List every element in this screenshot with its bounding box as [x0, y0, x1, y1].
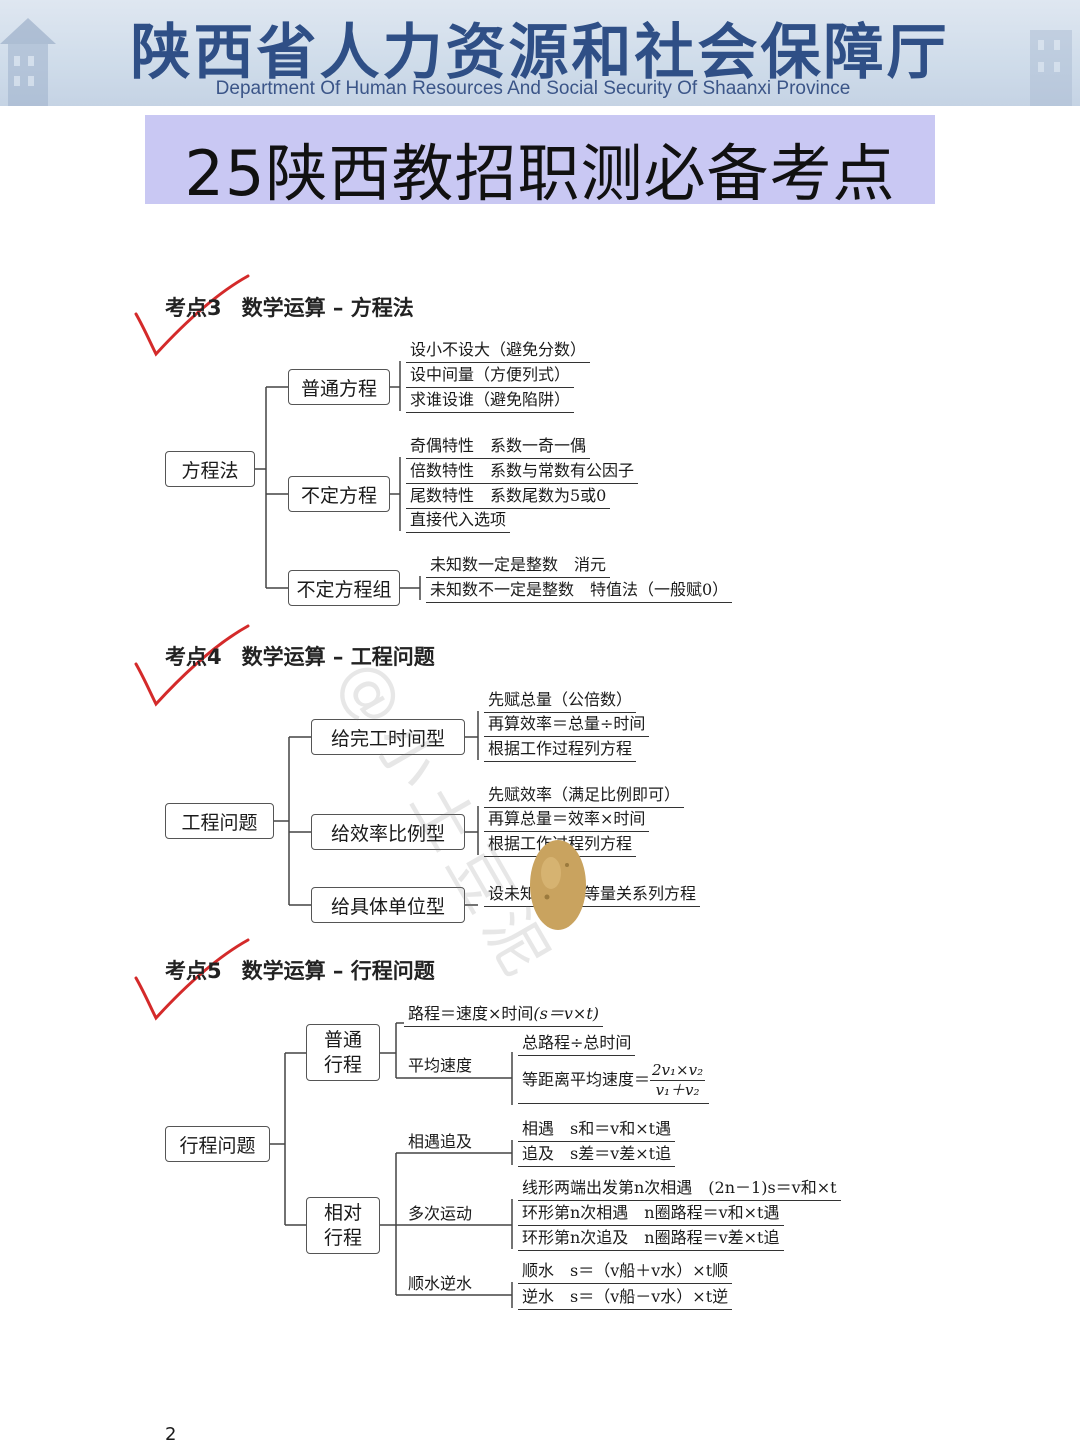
header-banner: 陕西省人力资源和社会保障厅 Department Of Human Resour…: [0, 0, 1080, 106]
org-name-en: Department Of Human Resources And Social…: [215, 78, 851, 99]
potato-avatar-icon: [530, 840, 586, 930]
mindmap-leaf: 倍数特性 系数与常数有公因子: [406, 460, 639, 484]
mindmap-sub-branch: 平均速度: [408, 1056, 473, 1075]
mindmap-branch: 给完工时间型: [311, 719, 465, 755]
mindmap-leaf: 环形第n次相遇 n圈路程＝v和×t遇: [518, 1202, 784, 1226]
mindmap-root: 工程问题: [165, 803, 274, 839]
page-title: 25陕西教招职测必备考点: [184, 137, 896, 210]
mindmap-leaf: 根据工作过程列方程: [484, 738, 637, 762]
mindmap-branch: 普通方程: [288, 369, 390, 405]
mindmap-leaf: 顺水 s＝（v船＋v水）×t顺: [518, 1260, 733, 1284]
mindmap-leaf: 等距离平均速度＝ 2v₁×v₂ v₁＋v₂: [518, 1058, 710, 1104]
mindmap-leaf: 再算总量＝效率×时间: [484, 808, 650, 832]
mindmap-sub-branch: 相遇追及: [408, 1132, 473, 1151]
mindmap-leaf: 再算效率＝总量÷时间: [484, 713, 650, 737]
mindmap-leaf: 环形第n次追及 n圈路程＝v差×t追: [518, 1227, 784, 1251]
branch-label-line: 普通: [323, 1028, 362, 1051]
mindmap-leaf: 求谁设谁（避免陷阱）: [406, 389, 575, 413]
mindmap-leaf: 逆水 s＝（v船－v水）×t逆: [518, 1286, 733, 1310]
mindmap-branch: 给效率比例型: [311, 814, 465, 850]
branch-label-line: 相对: [323, 1201, 362, 1224]
mindmap-leaf: 未知数一定是整数 消元: [426, 554, 611, 578]
building-illustration-right: [1030, 30, 1072, 106]
mindmap-leaf: 直接代入选项: [406, 509, 511, 533]
checkmark-icon: [134, 624, 250, 707]
mindmap-leaf: 奇偶特性 系数一奇一偶: [406, 435, 591, 459]
mindmap-leaf: 尾数特性 系数尾数为5或0: [406, 485, 611, 509]
mindmap-leaf: 先赋效率（满足比例即可）: [484, 784, 685, 808]
building-illustration-left: [0, 18, 56, 106]
mindmap-branch: 相对 行程: [306, 1197, 380, 1254]
fraction: 2v₁×v₂ v₁＋v₂: [650, 1060, 706, 1100]
page-number: 2: [165, 1424, 177, 1445]
mindmap-leaf: 追及 s差＝v差×t追: [518, 1143, 676, 1167]
page-title-box: 25陕西教招职测必备考点: [145, 115, 935, 210]
mindmap-leaf: 设中间量（方便列式）: [406, 364, 575, 388]
mindmap-leaf: 线形两端出发第n次相遇 (2n－1)s＝v和×t: [518, 1177, 841, 1201]
branch-label-line: 行程: [323, 1053, 362, 1076]
mindmap-branch: 不定方程: [288, 476, 390, 512]
mindmap-leaf: 相遇 s和＝v和×t遇: [518, 1118, 676, 1142]
mindmap-leaf: 设小不设大（避免分数）: [406, 339, 591, 363]
leaf-formula: (s＝v×t): [533, 1004, 599, 1023]
mindmap-leaf: 未知数不一定是整数 特值法（一般赋0）: [426, 579, 733, 603]
mindmap-root: 方程法: [165, 451, 255, 487]
mindmap-leaf: 路程＝速度×时间(s＝v×t): [404, 1003, 603, 1027]
fraction-numerator: 2v₁×v₂: [650, 1060, 706, 1081]
leaf-text: 路程＝速度×时间: [408, 1004, 534, 1023]
branch-label-line: 行程: [323, 1226, 362, 1249]
mindmap-sub-branch: 顺水逆水: [408, 1274, 473, 1293]
leaf-text: 等距离平均速度＝: [522, 1070, 651, 1089]
checkmark-icon: [134, 938, 250, 1021]
mindmap-root: 行程问题: [165, 1126, 270, 1162]
org-name-cn: 陕西省人力资源和社会保障厅: [130, 18, 950, 88]
mindmap-branch: 不定方程组: [288, 570, 400, 606]
mindmap-leaf: 总路程÷总时间: [518, 1032, 636, 1056]
mindmap-branch: 普通 行程: [306, 1024, 380, 1081]
mindmap-branch: 给具体单位型: [311, 887, 465, 923]
checkmark-icon: [134, 274, 250, 357]
mindmap-leaf: 先赋总量（公倍数）: [484, 689, 637, 713]
fraction-denominator: v₁＋v₂: [655, 1080, 700, 1099]
mindmap-sub-branch: 多次运动: [408, 1204, 473, 1223]
